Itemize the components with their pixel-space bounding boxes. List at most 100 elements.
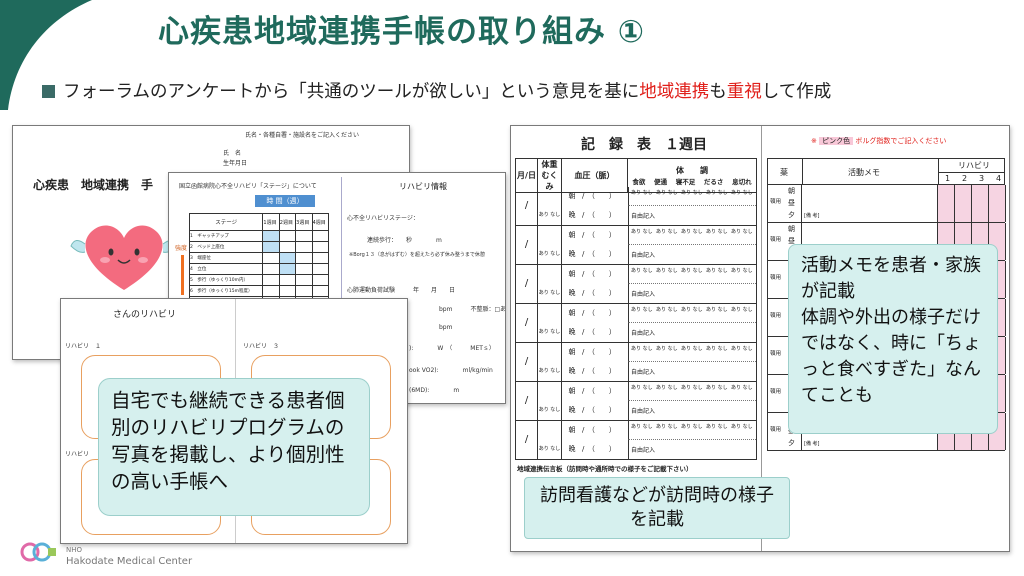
col-weight: 体重むくみ bbox=[537, 158, 562, 193]
bp-cell[interactable]: / （ ） bbox=[582, 192, 616, 200]
swelling-cell[interactable]: あり なし bbox=[538, 382, 562, 420]
activity-memo-cell[interactable]: [備 考] bbox=[802, 185, 938, 222]
yes-no-checkbox[interactable]: あり なし bbox=[706, 229, 728, 235]
yes-no-checkbox[interactable]: あり なし bbox=[631, 307, 653, 313]
swelling-cell[interactable]: あり なし bbox=[538, 304, 562, 342]
yes-no-checkbox[interactable]: あり なし bbox=[681, 346, 703, 352]
page-divider bbox=[341, 177, 342, 401]
yes-no-checkbox[interactable]: あり なし bbox=[731, 424, 753, 430]
rehab-cell[interactable] bbox=[938, 185, 955, 222]
logo-line1: NHO bbox=[66, 546, 83, 554]
day-date-cell[interactable]: / bbox=[516, 226, 538, 264]
day-date-cell[interactable]: / bbox=[516, 343, 538, 381]
rehab-label: リハビリ bbox=[65, 451, 90, 458]
swelling-cell[interactable]: あり なし bbox=[538, 226, 562, 264]
yes-no-checkbox[interactable]: あり なし bbox=[656, 307, 678, 313]
memo-note-pink: ピンク色 bbox=[819, 137, 854, 145]
stage-page-title: 国立函館病院心不全リハビリ「ステージ」について bbox=[179, 183, 317, 190]
condition-cell: あり なしあり なしあり なしあり なしあり なし bbox=[628, 304, 756, 323]
yes-no-checkbox[interactable]: あり なし bbox=[681, 385, 703, 391]
yes-no-checkbox[interactable]: あり なし bbox=[631, 190, 653, 196]
swelling-cell[interactable]: あり なし bbox=[538, 343, 562, 381]
yes-no-checkbox[interactable]: あり なし bbox=[731, 346, 753, 352]
free-entry-label: 自由記入 bbox=[631, 408, 656, 415]
med-cell[interactable]: 頓用朝昼夕 bbox=[768, 185, 802, 222]
day-date-cell[interactable]: / bbox=[516, 382, 538, 420]
yes-no-checkbox[interactable]: あり なし bbox=[656, 229, 678, 235]
yes-no-checkbox[interactable]: あり なし bbox=[656, 346, 678, 352]
yes-no-checkbox[interactable]: あり なし bbox=[681, 307, 703, 313]
condition-cell: 自由記入 bbox=[628, 401, 756, 420]
time-of-day-label: 朝 bbox=[568, 231, 576, 239]
bp-cell[interactable]: / （ ） bbox=[582, 406, 616, 414]
yes-no-checkbox[interactable]: あり なし bbox=[681, 229, 703, 235]
bp-cell[interactable]: / （ ） bbox=[582, 328, 616, 336]
rehab-cell[interactable] bbox=[972, 185, 989, 222]
yes-no-checkbox[interactable]: あり なし bbox=[731, 229, 753, 235]
subtitle-highlight: 重視 bbox=[726, 82, 762, 102]
info-line: bpm 不整脈：□あり □なし bbox=[439, 306, 506, 313]
free-entry-label: 自由記入 bbox=[631, 447, 656, 454]
yes-no-checkbox[interactable]: あり なし bbox=[731, 190, 753, 196]
remark-label: [備 考] bbox=[804, 441, 820, 447]
yes-no-checkbox[interactable]: あり なし bbox=[631, 346, 653, 352]
yes-no-checkbox[interactable]: あり なし bbox=[656, 190, 678, 196]
rehab-cell[interactable] bbox=[955, 185, 972, 222]
rehab-cell[interactable] bbox=[989, 185, 1006, 222]
day-date-cell[interactable]: / bbox=[516, 421, 538, 459]
record-day: /あり なし朝/ （ ）あり なしあり なしあり なしあり なしあり なし晩/ … bbox=[515, 382, 757, 421]
bp-cell[interactable]: / （ ） bbox=[582, 426, 616, 434]
bp-cell[interactable]: / （ ） bbox=[582, 445, 616, 453]
info-page-title: リハビリ情報 bbox=[399, 182, 447, 191]
yes-no-checkbox[interactable]: あり なし bbox=[706, 307, 728, 313]
yes-no-checkbox[interactable]: あり なし bbox=[656, 268, 678, 274]
yes-no-checkbox[interactable]: あり なし bbox=[706, 424, 728, 430]
rehab-num: 3 bbox=[979, 174, 985, 183]
bp-cell[interactable]: / （ ） bbox=[582, 309, 616, 317]
yes-no-checkbox[interactable]: あり なし bbox=[731, 385, 753, 391]
swelling-cell[interactable]: あり なし bbox=[538, 187, 562, 225]
stage-row-label: 3 端座位 bbox=[188, 252, 264, 264]
day-date-cell[interactable]: / bbox=[516, 265, 538, 303]
yes-no-checkbox[interactable]: あり なし bbox=[706, 346, 728, 352]
info-line: ook VO2): ml/kg/min bbox=[409, 367, 493, 374]
yes-no-checkbox[interactable]: あり なし bbox=[631, 385, 653, 391]
yes-no-checkbox[interactable]: あり なし bbox=[656, 424, 678, 430]
bp-cell[interactable]: / （ ） bbox=[582, 289, 616, 297]
condition-cell: あり なしあり なしあり なしあり なしあり なし bbox=[628, 187, 756, 206]
yes-no-checkbox[interactable]: あり なし bbox=[656, 385, 678, 391]
stage-table: ステージ 1週目 2週目 3週目 4週目 1 ギャッチアップ 2 ベッド上座位 … bbox=[188, 213, 330, 308]
yes-no-checkbox[interactable]: あり なし bbox=[681, 190, 703, 196]
swelling-cell[interactable]: あり なし bbox=[538, 421, 562, 459]
yes-no-checkbox[interactable]: あり なし bbox=[631, 268, 653, 274]
yes-no-checkbox[interactable]: あり なし bbox=[631, 229, 653, 235]
yes-no-checkbox[interactable]: あり なし bbox=[731, 268, 753, 274]
bp-cell[interactable]: / （ ） bbox=[582, 231, 616, 239]
free-entry-label: 自由記入 bbox=[631, 330, 656, 337]
swelling-cell[interactable]: あり なし bbox=[538, 265, 562, 303]
yes-no-checkbox[interactable]: あり なし bbox=[631, 424, 653, 430]
memo-header: 薬 活動メモ リハビリ 1 2 3 4 bbox=[767, 158, 1005, 185]
yes-no-checkbox[interactable]: あり なし bbox=[706, 190, 728, 196]
time-label: 時 間（週） bbox=[255, 195, 315, 207]
bp-cell[interactable]: / （ ） bbox=[582, 270, 616, 278]
bp-cell[interactable]: / （ ） bbox=[582, 250, 616, 258]
hospital-logo-text: NHO Hakodate Medical Center bbox=[66, 544, 192, 568]
bp-cell[interactable]: / （ ） bbox=[582, 387, 616, 395]
yes-no-checkbox[interactable]: あり なし bbox=[706, 268, 728, 274]
day-date-cell[interactable]: / bbox=[516, 187, 538, 225]
time-of-day-label: 朝 bbox=[568, 192, 576, 200]
record-title: 記 録 表 １週目 bbox=[581, 137, 707, 153]
memo-col-rehab: リハビリ bbox=[958, 161, 990, 170]
yes-no-checkbox[interactable]: あり なし bbox=[681, 424, 703, 430]
memo-note-prefix: ※ bbox=[811, 137, 817, 145]
bp-cell[interactable]: / （ ） bbox=[582, 211, 616, 219]
day-date-cell[interactable]: / bbox=[516, 304, 538, 342]
yes-no-checkbox[interactable]: あり なし bbox=[681, 268, 703, 274]
time-label: 夕 bbox=[788, 439, 795, 447]
bp-cell[interactable]: / （ ） bbox=[582, 348, 616, 356]
bp-cell[interactable]: / （ ） bbox=[582, 367, 616, 375]
yes-no-checkbox[interactable]: あり なし bbox=[706, 385, 728, 391]
yes-no-checkbox[interactable]: あり なし bbox=[731, 307, 753, 313]
condition-cell: 自由記入 bbox=[628, 440, 756, 459]
